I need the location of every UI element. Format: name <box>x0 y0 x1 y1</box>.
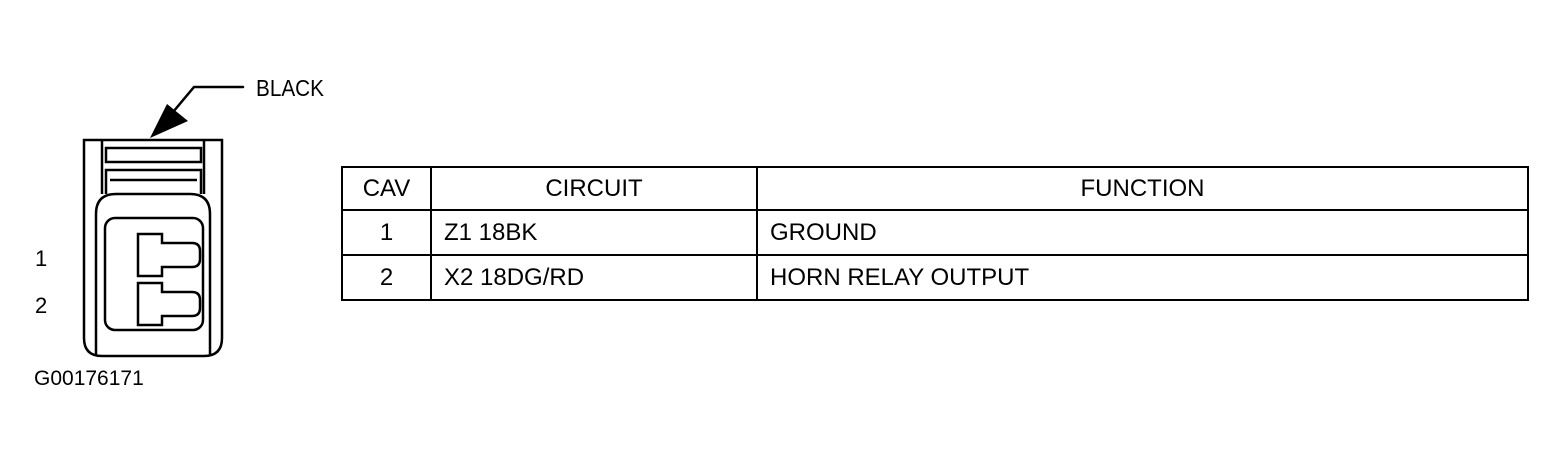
connector-color-label: BLACK <box>256 75 325 101</box>
cavity-number-2: 2 <box>35 293 47 318</box>
figure-id: G00176171 <box>34 367 144 390</box>
connector-body <box>82 138 224 358</box>
cell-circuit: X2 18DG/RD <box>430 254 758 301</box>
connector-pinout-table: CAV CIRCUIT FUNCTION 1 Z1 18BK GROUND 2 … <box>341 166 1529 301</box>
leader-arrowhead-icon <box>150 104 188 138</box>
table-header-row: CAV CIRCUIT FUNCTION <box>341 166 1529 211</box>
header-circuit: CIRCUIT <box>430 166 758 211</box>
cell-circuit: Z1 18BK <box>430 209 758 256</box>
cell-cav: 2 <box>341 254 432 301</box>
table-row: 1 Z1 18BK GROUND <box>341 209 1529 256</box>
table-row: 2 X2 18DG/RD HORN RELAY OUTPUT <box>341 254 1529 301</box>
header-function: FUNCTION <box>756 166 1529 211</box>
header-cav: CAV <box>341 166 432 211</box>
cell-function: GROUND <box>756 209 1529 256</box>
cell-function: HORN RELAY OUTPUT <box>756 254 1529 301</box>
cell-cav: 1 <box>341 209 432 256</box>
cavity-number-1: 1 <box>35 246 47 271</box>
